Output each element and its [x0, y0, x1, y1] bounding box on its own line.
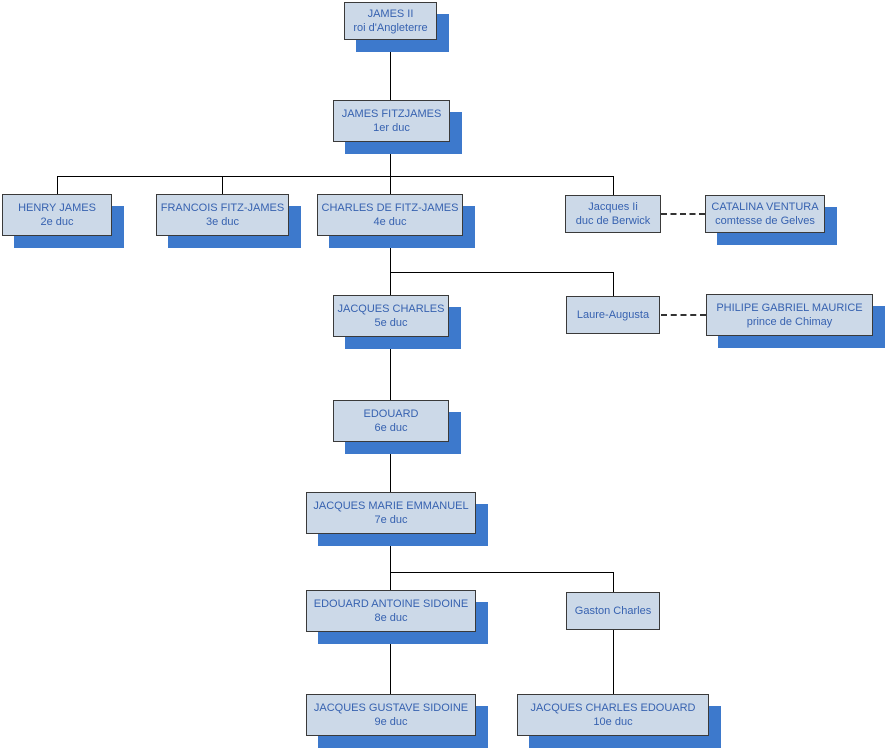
person-title: prince de Chimay	[746, 316, 833, 328]
connector-line-vertical	[222, 176, 223, 194]
person-name: PHILIPE GABRIEL MAURICE	[716, 302, 863, 314]
connector-line-vertical	[57, 176, 58, 194]
person-name: Gaston Charles	[574, 605, 652, 617]
person-title: 1er duc	[373, 122, 410, 134]
person-node-duc10[interactable]: JACQUES CHARLES EDOUARD 10e duc	[517, 694, 709, 736]
person-name: JACQUES MARIE EMMANUEL	[313, 500, 469, 512]
person-name: JAMES II	[367, 8, 414, 20]
person-node-philipe[interactable]: PHILIPE GABRIEL MAURICE prince de Chimay	[706, 294, 873, 336]
connector-line-horizontal	[57, 176, 613, 177]
person-node-catalina[interactable]: CATALINA VENTURA comtesse de Gelves	[705, 195, 825, 233]
connector-line-vertical	[613, 176, 614, 195]
connector-line-vertical	[390, 142, 391, 176]
person-node-jacques2[interactable]: Jacques Ii duc de Berwick	[565, 195, 661, 233]
person-name: JACQUES GUSTAVE SIDOINE	[313, 702, 469, 714]
person-name: EDOUARD	[363, 408, 419, 420]
person-name: JACQUES CHARLES EDOUARD	[530, 702, 696, 714]
person-name: JACQUES CHARLES	[337, 303, 445, 315]
person-node-duc2[interactable]: HENRY JAMES 2e duc	[2, 194, 112, 236]
person-title: 4e duc	[373, 216, 407, 228]
person-name: FRANCOIS FITZ-JAMES	[160, 202, 285, 214]
connector-line-horizontal	[390, 272, 613, 273]
connector-line-vertical	[390, 534, 391, 590]
person-title: 3e duc	[205, 216, 240, 228]
connector-line-vertical	[613, 572, 614, 592]
person-title: 2e duc	[40, 216, 74, 228]
person-name: Laure-Augusta	[576, 309, 650, 321]
person-node-james2[interactable]: JAMES II roi d'Angleterre	[344, 2, 437, 40]
person-node-duc5[interactable]: JACQUES CHARLES 5e duc	[333, 295, 449, 337]
person-name: JAMES FITZJAMES	[341, 108, 442, 120]
person-node-duc4[interactable]: CHARLES DE FITZ-JAMES 4e duc	[317, 194, 463, 236]
person-title: 9e duc	[374, 716, 408, 728]
person-title: 5e duc	[374, 317, 408, 329]
connector-line-vertical	[390, 176, 391, 194]
person-node-duc8[interactable]: EDOUARD ANTOINE SIDOINE 8e duc	[306, 590, 476, 632]
person-node-duc1[interactable]: JAMES FITZJAMES 1er duc	[333, 100, 450, 142]
person-node-gaston[interactable]: Gaston Charles	[566, 592, 660, 630]
person-title: duc de Berwick	[575, 215, 651, 227]
connector-line-vertical	[390, 337, 391, 400]
person-name: Jacques Ii	[588, 201, 638, 213]
connector-line-vertical	[613, 272, 614, 296]
person-name: CHARLES DE FITZ-JAMES	[321, 202, 459, 214]
connector-line-vertical	[613, 630, 614, 694]
person-name: EDOUARD ANTOINE SIDOINE	[313, 598, 469, 610]
person-title: 8e duc	[374, 612, 408, 624]
connector-line-vertical	[390, 40, 391, 100]
person-node-laure[interactable]: Laure-Augusta	[566, 296, 660, 334]
connector-line-horizontal	[390, 572, 613, 573]
connector-line-vertical	[390, 442, 391, 492]
person-name: HENRY JAMES	[18, 202, 96, 214]
person-title: comtesse de Gelves	[715, 215, 815, 227]
connector-line-vertical	[390, 632, 391, 694]
person-node-duc3[interactable]: FRANCOIS FITZ-JAMES 3e duc	[156, 194, 289, 236]
marriage-link-dashed	[661, 213, 705, 215]
person-name: CATALINA VENTURA	[711, 201, 819, 213]
person-title: 6e duc	[374, 422, 408, 434]
person-node-duc9[interactable]: JACQUES GUSTAVE SIDOINE 9e duc	[306, 694, 476, 736]
connector-line-vertical	[390, 236, 391, 295]
person-node-duc6[interactable]: EDOUARD 6e duc	[333, 400, 449, 442]
person-title: 10e duc	[593, 716, 633, 728]
person-title: 7e duc	[374, 514, 408, 526]
marriage-link-dashed	[661, 314, 706, 316]
person-node-duc7[interactable]: JACQUES MARIE EMMANUEL 7e duc	[306, 492, 476, 534]
person-title: roi d'Angleterre	[353, 22, 428, 34]
